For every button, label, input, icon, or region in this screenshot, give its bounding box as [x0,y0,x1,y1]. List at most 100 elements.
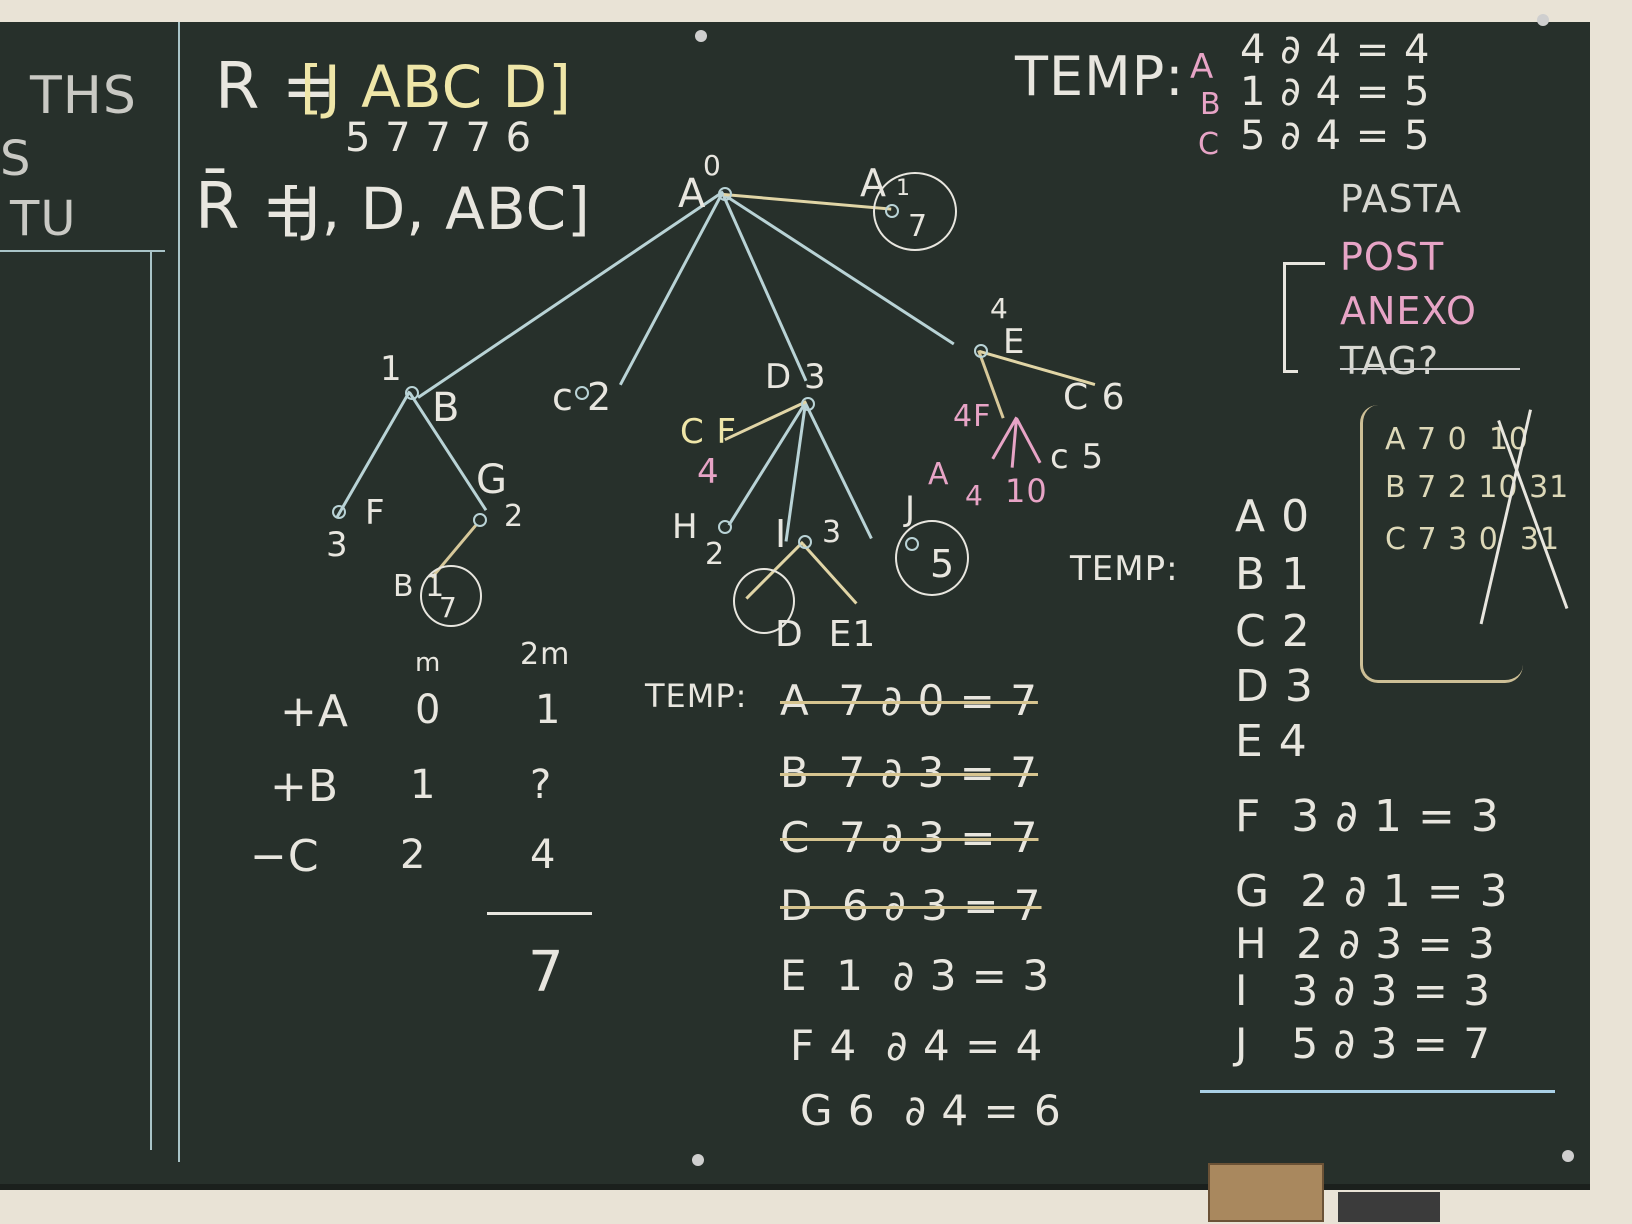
temp-top-value: 5 ∂ 4 = 5 [1240,113,1431,159]
circled-node [420,565,482,627]
menu-underline [1340,368,1520,370]
node-weight: 7 [439,591,458,624]
r-weights: 5 7 7 7 6 [345,115,533,161]
node-label: c 2 [552,375,613,419]
side-box: A 7 0 10 B 7 2 10 31 C 7 3 0 31 [1360,405,1568,683]
node-value: 2 [504,499,525,534]
calc-total: 7 [528,940,565,1005]
node-value: 1 [380,349,403,389]
temp-mid-row: A 7 ∂ 0 = 7 [780,676,1038,725]
side-box-row: B 7 2 10 31 [1385,470,1570,505]
menu-item: PASTA [1340,177,1462,221]
temp-right-row: F 3 ∂ 1 = 3 [1235,791,1500,842]
margin-line [150,250,152,1150]
temp-right-row: A 0 [1235,491,1311,542]
calc-m: 1 [410,762,437,808]
temp-right-label: TEMP: [1070,549,1179,589]
menu-bracket [1283,262,1298,373]
board-peg [695,30,707,42]
tree-node [473,513,487,527]
node-label: 10 [1005,472,1048,510]
calc-m: 2 [400,832,427,878]
calc-sign: +A [280,686,349,737]
node-label: D 3 [765,357,827,397]
node-label: J [905,489,917,529]
temp-right-list: A 0 B 1 C 2 D 3 E 4 F 3 ∂ 1 = 3 G 2 ∂ 1 … [1220,495,1520,1105]
tree-node [801,397,815,411]
temp-top-node: C [1198,127,1220,162]
calc-sum-line [487,912,592,915]
temp-mid-row: E 1 ∂ 3 = 3 [780,951,1051,1000]
temp-top-value: 1 ∂ 4 = 5 [1240,69,1431,115]
node-value: 0 [703,149,722,182]
node-label: A [678,171,707,217]
node-label: c 5 [1050,437,1105,477]
node-value: 3 [326,525,349,565]
menu-item: TAG? [1340,339,1440,383]
circled-node [873,172,957,251]
board-peg [692,1154,704,1166]
node-label: C F [680,412,738,452]
node-weight: 7 [908,209,929,244]
node-value: 4 [697,452,720,492]
node-label: F [365,493,386,533]
node-label: B 1 [393,569,446,604]
temp-right-underline [1200,1090,1555,1093]
calc-sign: +B [270,761,340,812]
node-label: I [775,512,788,556]
temp-mid-row: C 7 ∂ 3 = 7 [780,813,1039,862]
temp-right-row: D 3 [1235,661,1314,712]
node-label: C 6 [1063,377,1126,418]
temp-right-row: J 5 ∂ 3 = 7 [1235,1019,1491,1068]
tree-node [798,535,812,549]
tree-node [718,520,732,534]
tree-node [405,386,419,400]
temp-top-label: TEMP: [1015,45,1185,108]
tree-node [974,344,988,358]
tree-node [332,505,346,519]
tree-node [718,187,732,201]
temp-right-row: B 1 [1235,549,1311,600]
node-value: 4 [990,292,1009,325]
temp-top-node: A [1190,47,1215,87]
node-value: 5 [930,542,956,586]
calc-2m: 1 [535,687,562,733]
temp-mid-row: D 6 ∂ 3 = 7 [780,881,1042,930]
temp-mid-row: G 6 ∂ 4 = 6 [800,1086,1062,1135]
node-label: H [672,507,699,547]
node-label: D E1 [775,614,877,655]
rbar-label: R̄ = [195,170,317,244]
node-label: E [1003,322,1026,362]
node-label: A [928,457,950,492]
side-box-row: A 7 0 10 [1385,422,1530,457]
calc-header-m: m [415,648,442,678]
temp-right-row: H 2 ∂ 3 = 3 [1235,919,1496,968]
r-label: R = [215,50,337,124]
node-label: B [432,385,461,431]
margin-line [178,22,180,1162]
chalk-box [1208,1163,1324,1222]
left-partial-1: THS [30,66,137,126]
node-value: 3 [822,515,843,550]
node-value: 1 [896,176,911,201]
calc-m: 0 [415,687,442,733]
left-partial-2: S [0,131,32,187]
temp-mid-list: A 7 ∂ 0 = 7 B 7 ∂ 3 = 7 C 7 ∂ 3 = 7 D 6 … [780,680,1140,1150]
temp-right-row: I 3 ∂ 3 = 3 [1235,966,1491,1015]
temp-mid-label: TEMP: [645,677,748,715]
node-label: 4F [953,399,992,434]
temp-mid-row: F 4 ∂ 4 = 4 [790,1021,1044,1070]
node-label: G [476,457,508,503]
left-partial-3: TU [10,191,77,247]
node-value: 2 [705,537,726,572]
tree-node [575,386,589,400]
temp-mid-row: B 7 ∂ 3 = 7 [780,748,1038,797]
circled-node [733,568,795,634]
node-label: A [860,161,887,205]
eraser [1338,1192,1440,1222]
menu-item: ANEXO [1340,289,1477,333]
calc-2m: 4 [530,832,557,878]
calc-2m: ? [530,762,553,808]
side-box-row: C 7 3 0 31 [1385,522,1561,557]
node-value: 4 [965,479,984,512]
